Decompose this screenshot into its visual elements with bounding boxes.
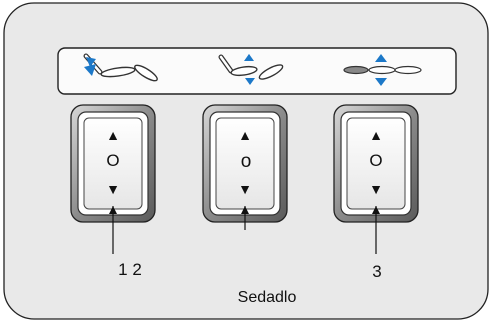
right-center-symbol: O <box>369 151 382 170</box>
legrest-down-arrow-icon <box>245 78 255 85</box>
seat-flat-height-icon <box>343 54 422 86</box>
position-icon-strip <box>57 47 457 95</box>
seat-legrest-icon <box>218 54 284 85</box>
middle-center-symbol: o <box>241 151 252 172</box>
callout-lines <box>109 206 380 254</box>
left-down-arrow-icon: ▼ <box>106 181 120 197</box>
right-up-arrow-icon: ▲ <box>369 127 383 143</box>
button-right[interactable]: ▲ O ▼ <box>333 104 419 223</box>
left-up-arrow-icon: ▲ <box>106 127 120 143</box>
height-down-arrow-icon <box>375 78 387 86</box>
middle-down-arrow-icon: ▼ <box>238 181 252 197</box>
left-center-symbol: O <box>106 151 119 170</box>
seat-recline-icon <box>83 53 158 82</box>
height-up-arrow-icon <box>375 54 387 62</box>
middle-up-arrow-icon: ▲ <box>238 127 252 143</box>
button-middle[interactable]: ▲ o ▼ <box>202 104 288 223</box>
callout-label-right: 3 <box>372 262 381 281</box>
button-left[interactable]: ▲ O ▼ <box>70 104 156 223</box>
panel-title: Sedadlo <box>238 289 297 306</box>
right-down-arrow-icon: ▼ <box>369 181 383 197</box>
callout-label-left: 1 2 <box>118 260 142 279</box>
recline-arrow-icon <box>84 64 96 76</box>
